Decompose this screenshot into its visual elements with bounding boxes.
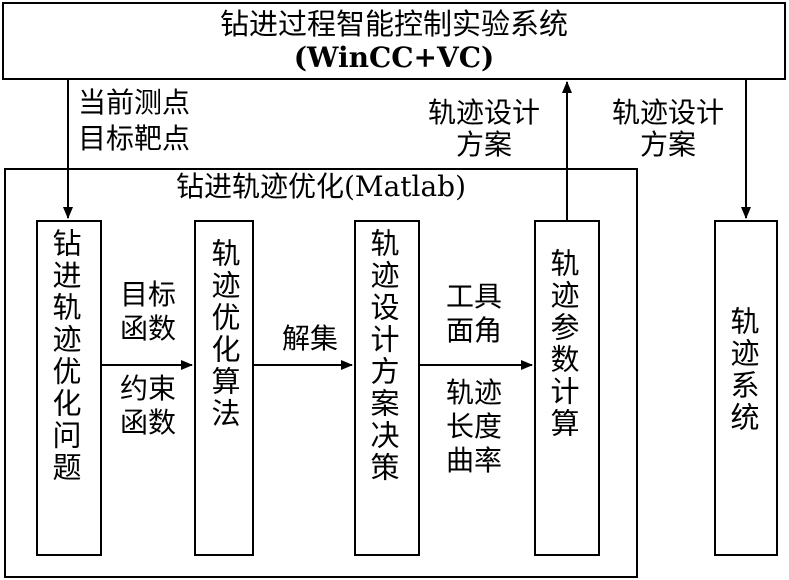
tool-face-angle-label: 工具 面角 — [446, 280, 503, 347]
design-decision-box — [354, 220, 420, 556]
objective-function-label: 目标 函数 — [120, 278, 177, 345]
downward-design-label-line1: 轨迹设计 — [612, 96, 725, 129]
optimization-group-title: 钻进轨迹优化(Matlab) — [175, 170, 467, 203]
parameter-calculation-box — [534, 220, 600, 556]
measure-point-label: 当前测点 — [78, 86, 191, 119]
parameter-calculation-label: 轨迹参数计算 — [546, 248, 580, 440]
constraint-function-label: 约束 函数 — [120, 372, 177, 439]
trajectory-length-curvature-label: 轨迹 长度 曲率 — [446, 376, 503, 477]
solution-set-label: 解集 — [282, 322, 339, 355]
system-subtitle: (WinCC+VC) — [293, 41, 495, 74]
system-title: 钻进过程智能控制实验系统 — [219, 7, 568, 41]
optimization-problem-label: 钻进轨迹优化问题 — [48, 228, 82, 484]
optimization-algorithm-label: 轨迹优化算法 — [207, 238, 241, 430]
drilling-control-system-box: 钻进过程智能控制实验系统 (WinCC+VC) — [2, 2, 786, 80]
trajectory-optimization-group — [4, 168, 638, 578]
target-point-label: 目标靶点 — [78, 122, 191, 155]
upward-design-label-line1: 轨迹设计 — [428, 96, 541, 129]
trajectory-system-box — [714, 220, 778, 556]
downward-design-label-line2: 方案 — [640, 128, 697, 161]
upward-design-label-line2: 方案 — [456, 128, 513, 161]
optimization-problem-box — [36, 220, 102, 556]
design-decision-label: 轨迹设计方案决策 — [366, 228, 400, 484]
optimization-algorithm-box — [194, 220, 254, 556]
trajectory-system-label: 轨迹系统 — [726, 306, 760, 434]
